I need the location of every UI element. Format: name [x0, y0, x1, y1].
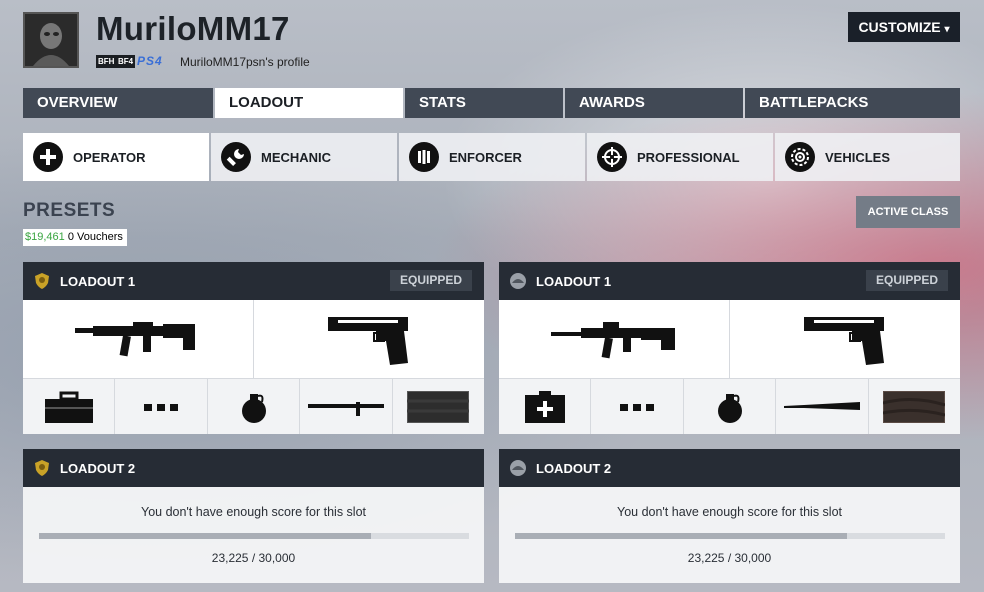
primary-weapon-slot[interactable]: [23, 300, 253, 378]
currency-info: $19,461 0 Vouchers: [23, 229, 127, 246]
loadout-title: LOADOUT 2: [536, 460, 612, 476]
gadget-slot[interactable]: [23, 379, 115, 434]
gadget-slot[interactable]: [206, 379, 300, 434]
class-label: VEHICLES: [825, 149, 891, 165]
police-badge-icon: [35, 273, 49, 289]
loadout-card-criminal-1[interactable]: LOADOUT 1 EQUIPPED: [499, 262, 961, 434]
tab-overview[interactable]: OVERVIEW: [23, 88, 213, 118]
loadout-title: LOADOUT 2: [60, 460, 136, 476]
class-tab-enforcer[interactable]: ENFORCER: [399, 133, 585, 181]
locked-message: You don't have enough score for this slo…: [617, 505, 842, 519]
equipped-badge: EQUIPPED: [865, 270, 948, 291]
tab-battlepacks[interactable]: BATTLEPACKS: [745, 88, 960, 118]
class-tab-operator[interactable]: OPERATOR: [23, 133, 209, 181]
loadout-card-criminal-2[interactable]: LOADOUT 2 You don't have enough score fo…: [499, 449, 960, 583]
class-label: OPERATOR: [73, 149, 146, 165]
wrench-icon: [221, 142, 251, 172]
secondary-weapon-slot[interactable]: [253, 300, 484, 378]
weapon-row: [499, 300, 960, 379]
badge-bf4: BF4: [116, 55, 136, 68]
loadout-header: LOADOUT 2: [499, 449, 960, 487]
ellipsis-icon: [620, 403, 655, 411]
gadget-slot[interactable]: [590, 379, 683, 434]
gadget-slot[interactable]: [114, 379, 207, 434]
username: MuriloMM17: [96, 10, 290, 47]
pistol-icon: [804, 317, 884, 365]
crosshair-icon: [597, 142, 627, 172]
loadout-title: LOADOUT 1: [536, 273, 612, 289]
gadget-row: [499, 379, 961, 434]
presets-title: PRESETS: [23, 200, 116, 221]
smg-icon: [75, 322, 195, 357]
criminal-emblem-icon: [510, 273, 526, 289]
class-label: MECHANIC: [261, 149, 332, 165]
ellipsis-icon: [144, 403, 179, 411]
class-label: ENFORCER: [449, 149, 522, 165]
medkit-icon: [524, 390, 565, 423]
shield-bars-icon: [409, 142, 439, 172]
score-progress-fill: [38, 533, 372, 539]
loadout-card-cop-1[interactable]: LOADOUT 1 EQUIPPED: [23, 262, 485, 434]
secondary-weapon-slot[interactable]: [729, 300, 960, 378]
baton-icon: [307, 401, 384, 416]
bat-icon: [783, 401, 860, 410]
gadget-row: [23, 379, 485, 434]
assault-rifle-icon: [551, 322, 675, 359]
platform-logo: PS4: [137, 54, 163, 68]
loadout-header: LOADOUT 2: [23, 449, 484, 487]
badge-bfh: BFH: [96, 55, 117, 68]
toolbox-icon: [44, 391, 93, 423]
customize-label: CUSTOMIZE: [858, 19, 941, 35]
criminal-emblem-icon: [510, 460, 526, 476]
class-tab-vehicles[interactable]: VEHICLES: [775, 133, 960, 181]
class-tab-mechanic[interactable]: MECHANIC: [211, 133, 397, 181]
gadget-slot[interactable]: [299, 379, 392, 434]
grenade-icon: [241, 393, 266, 423]
score-progress-fill: [514, 533, 848, 539]
gadget-slot[interactable]: [391, 379, 485, 434]
voucher-count: 0 Vouchers: [67, 231, 123, 243]
police-badge-icon: [35, 460, 49, 476]
locked-message: You don't have enough score for this slo…: [141, 505, 366, 519]
pistol-icon: [328, 317, 408, 365]
tab-stats[interactable]: STATS: [405, 88, 563, 118]
gadget-slot[interactable]: [867, 379, 961, 434]
class-label: PROFESSIONAL: [637, 149, 740, 165]
score-progress-bar: [514, 533, 945, 539]
loadout-header: LOADOUT 1 EQUIPPED: [23, 262, 484, 300]
grenade-icon: [717, 393, 742, 423]
loadout-title: LOADOUT 1: [60, 273, 136, 289]
customize-button[interactable]: CUSTOMIZE ▾: [848, 12, 960, 42]
chevron-down-icon: ▾: [944, 24, 950, 35]
camo-patch-icon: [883, 390, 946, 423]
loadout-header: LOADOUT 1 EQUIPPED: [499, 262, 960, 300]
score-text: 23,225 / 30,000: [687, 551, 772, 565]
camo-patch-icon: [407, 390, 470, 423]
equipped-badge: EQUIPPED: [389, 270, 472, 291]
gadget-slot[interactable]: [682, 379, 776, 434]
plus-icon: [33, 142, 63, 172]
active-class-button[interactable]: ACTIVE CLASS: [856, 196, 960, 228]
score-progress-bar: [38, 533, 469, 539]
tab-awards[interactable]: AWARDS: [565, 88, 743, 118]
gadget-slot[interactable]: [775, 379, 868, 434]
class-tab-professional[interactable]: PROFESSIONAL: [587, 133, 773, 181]
score-text: 23,225 / 30,000: [211, 551, 296, 565]
weapon-row: [23, 300, 484, 379]
money-amount: $19,461: [25, 231, 65, 243]
gear-wheel-icon: [785, 142, 815, 172]
primary-weapon-slot[interactable]: [499, 300, 729, 378]
gadget-slot[interactable]: [499, 379, 591, 434]
avatar[interactable]: [23, 12, 79, 68]
avatar-image: [25, 14, 77, 66]
tab-loadout[interactable]: LOADOUT: [215, 88, 403, 118]
profile-name: MuriloMM17psn's profile: [180, 55, 310, 69]
loadout-card-cop-2[interactable]: LOADOUT 2 You don't have enough score fo…: [23, 449, 484, 583]
